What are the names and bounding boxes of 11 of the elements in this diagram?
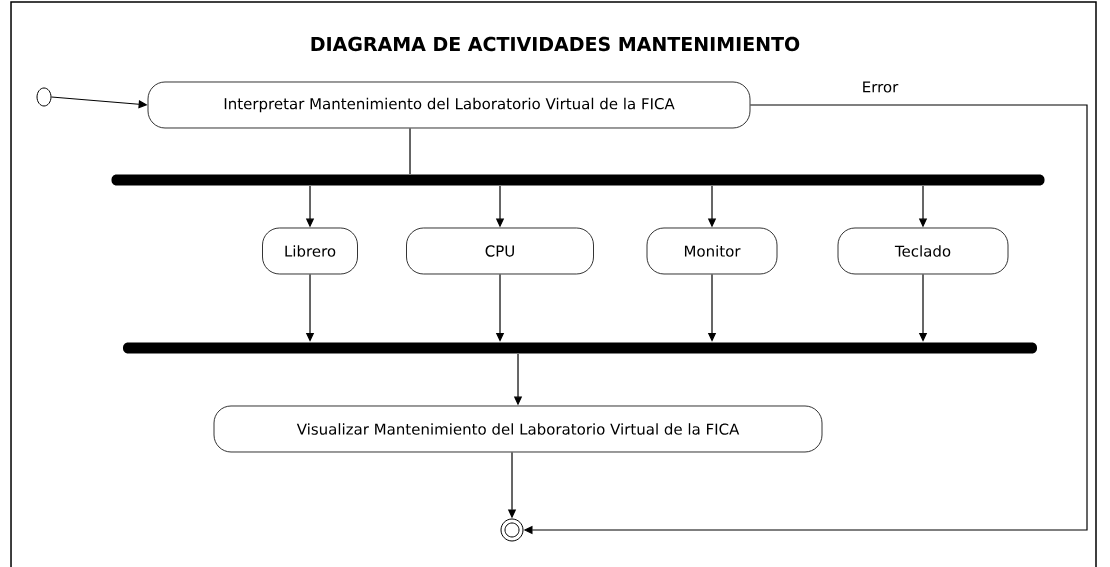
edge-label: Error: [860, 80, 900, 94]
activity-box: CPU: [406, 227, 594, 275]
activity-box: Teclado: [837, 227, 1009, 275]
end-node: [500, 518, 524, 542]
activity-box: Librero: [262, 227, 358, 275]
activity-box: Interpretar Mantenimiento del Laboratorio Virtual de la FICA: [147, 81, 751, 129]
activity-box: Monitor: [646, 227, 778, 275]
title: DIAGRAMA DE ACTIVIDADES MANTENIMIENTO: [311, 36, 800, 52]
start-node: [36, 87, 52, 107]
sync-bar: [111, 174, 1045, 186]
activity-box: Visualizar Mantenimiento del Laboratorio Virtual de la FICA: [213, 405, 823, 453]
